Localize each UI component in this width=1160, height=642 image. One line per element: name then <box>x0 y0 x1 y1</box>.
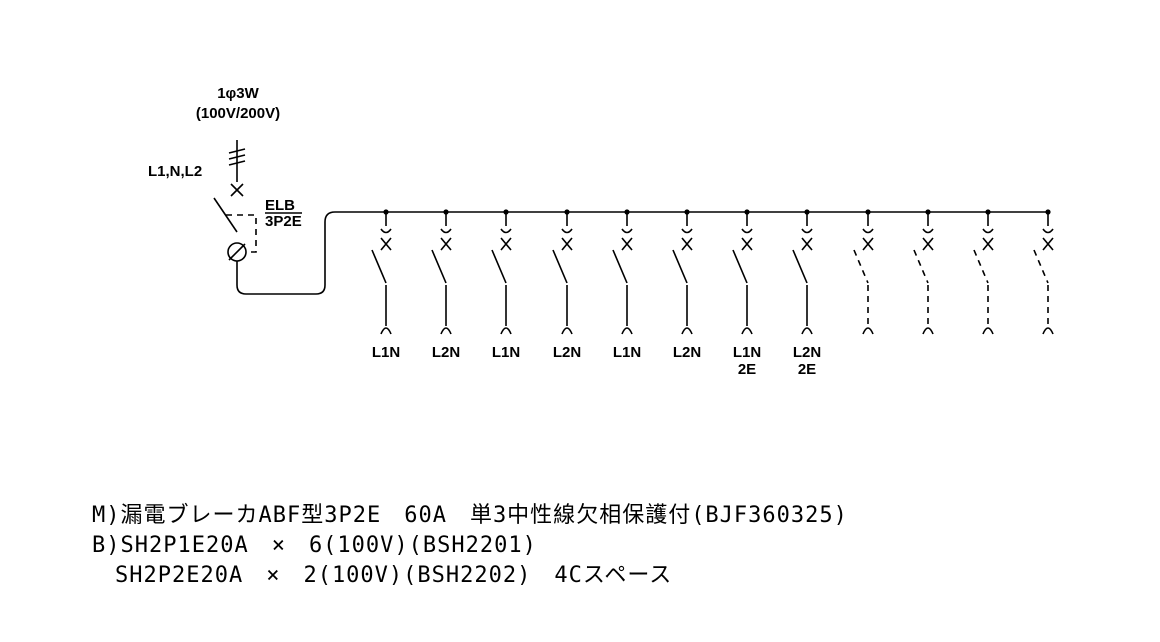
branch-circuit: L2N <box>431 209 460 361</box>
spec-note-branch-breakers-1: B)SH2P1E20A × 6(100V)(BSH2201) <box>92 533 537 558</box>
branch-circuit-label: L2N <box>553 344 581 361</box>
plug-in-terminal-icon <box>440 228 452 234</box>
spare-branch-slot <box>853 209 874 335</box>
branch-circuit-label: L1N <box>492 344 520 361</box>
outlet-terminal-icon <box>982 327 994 335</box>
branch-circuit-label: L2N <box>673 344 701 361</box>
plug-in-terminal-icon <box>681 228 693 234</box>
breaker-contact <box>973 249 989 284</box>
plug-in-terminal-icon <box>561 228 573 234</box>
outlet-terminal-icon <box>621 327 633 335</box>
plug-in-terminal-icon <box>500 228 512 234</box>
branch-circuit: L2N <box>552 209 581 361</box>
branch-circuit-label: L1N <box>733 344 761 361</box>
breaker-contact <box>612 249 628 284</box>
branch-circuit: L1N <box>491 209 520 361</box>
incoming-feeder <box>228 140 246 197</box>
branch-circuit: L1N <box>612 209 641 361</box>
outlet-terminal-icon <box>380 327 392 335</box>
outlet-terminal-icon <box>801 327 813 335</box>
outlet-terminal-icon <box>681 327 693 335</box>
breaker-contact <box>853 249 869 284</box>
main-elb-breaker <box>213 197 1048 295</box>
supply-voltage-label: (100V/200V) <box>196 105 280 122</box>
outlet-terminal-icon <box>500 327 512 335</box>
breaker-contact <box>1033 249 1049 284</box>
supply-conductors-label: L1,N,L2 <box>148 163 202 180</box>
outlet-terminal-icon <box>741 327 753 335</box>
breaker-contact <box>913 249 929 284</box>
branch-circuit: L2N <box>672 209 701 361</box>
outlet-terminal-icon <box>440 327 452 335</box>
branch-circuit-label: L2N <box>793 344 821 361</box>
branch-circuit-label: L2N <box>432 344 460 361</box>
outlet-terminal-icon <box>922 327 934 335</box>
breaker-contact <box>792 249 808 284</box>
breaker-contact <box>552 249 568 284</box>
spare-branch-slot <box>973 209 994 335</box>
supply-phase-label: 1φ3W <box>217 85 259 102</box>
main-elb-poles-label: 3P2E <box>265 213 302 230</box>
breaker-contact <box>431 249 447 284</box>
branch-circuit: L1N <box>371 209 400 361</box>
plug-in-terminal-icon <box>862 228 874 234</box>
outlet-terminal-icon <box>561 327 573 335</box>
breaker-contact <box>672 249 688 284</box>
branch-circuit-label: L1N <box>372 344 400 361</box>
branch-grounding-label: 2E <box>738 361 756 378</box>
plug-in-terminal-icon <box>922 228 934 234</box>
plug-in-terminal-icon <box>741 228 753 234</box>
plug-in-terminal-icon <box>380 228 392 234</box>
main-elb-label: ELB <box>265 197 295 214</box>
plug-in-terminal-icon <box>982 228 994 234</box>
branch-circuit-label: L1N <box>613 344 641 361</box>
breaker-contact <box>371 249 387 284</box>
branch-grounding-label: 2E <box>798 361 816 378</box>
outlet-terminal-icon <box>1042 327 1054 335</box>
spare-branch-slot <box>1033 209 1054 335</box>
spare-branch-slot <box>913 209 934 335</box>
breaker-contact <box>491 249 507 284</box>
plug-in-terminal-icon <box>621 228 633 234</box>
breaker-contact <box>732 249 748 284</box>
spec-note-branch-breakers-2: SH2P2E20A × 2(100V)(BSH2202) 4Cスペース <box>92 563 672 588</box>
outlet-terminal-icon <box>862 327 874 335</box>
spec-note-main-breaker: M)漏電ブレーカABF型3P2E 60A 単3中性線欠相保護付(BJF36032… <box>92 503 848 528</box>
plug-in-terminal-icon <box>801 228 813 234</box>
plug-in-terminal-icon <box>1042 228 1054 234</box>
